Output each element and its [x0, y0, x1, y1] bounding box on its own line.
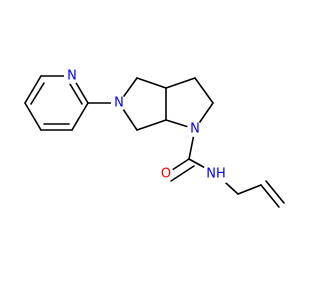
bond-vinyl-double-2: [265, 180, 285, 204]
bond-right-ch2-lower-right-ch2: [194, 77, 214, 104]
pyridine-n-mask: [64, 68, 80, 84]
pyrrolidine-n-mask: [187, 121, 203, 137]
ring-n-mask: [111, 95, 127, 111]
amide-nh-label: NH: [206, 167, 226, 182]
carbonyl-o-label: O: [161, 167, 171, 182]
bond-ch2-vinyl-ch: [237, 184, 262, 195]
bond-pyridine-c5-c4: [24, 102, 42, 131]
bond-pyridine-c3-c2: [71, 102, 89, 131]
pyrrolidine-n-label: N: [190, 122, 200, 137]
bond-upper-ch-right-ch2: [165, 77, 196, 89]
chemical-structure: N N N O NH: [24, 68, 285, 208]
bond-upper-ch2-upper-ch: [136, 77, 167, 89]
bond-lower-ch-lower-ch2: [136, 119, 167, 131]
carbonyl-o-mask: [158, 166, 174, 182]
bond-pyridine-inner-double-3: [69, 83, 83, 105]
bond-carbonyl-c-o-2: [170, 165, 195, 182]
bond-pyridine-inner-double-1: [30, 82, 45, 105]
pyridine-n-label: N: [67, 69, 77, 84]
ring-n-label: N: [114, 96, 124, 111]
bond-vinyl-double-1: [260, 184, 280, 208]
bond-pyridine-c6-c5: [24, 75, 42, 104]
bond-layer: [24, 75, 285, 208]
atom-label-layer: N N N O NH: [64, 68, 228, 183]
amide-nh-mask: [204, 165, 228, 183]
